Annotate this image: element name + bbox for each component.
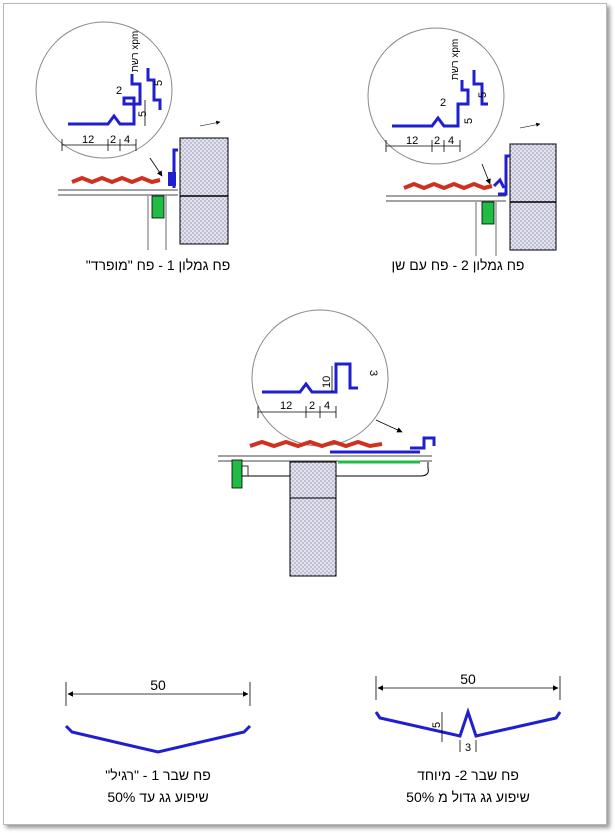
gable-flashing-detail-1: 12 2 4 5 2 5 רשת xpm <box>35 21 229 250</box>
green-batten <box>231 459 243 489</box>
gable-flashing-detail-2: 12 2 4 2 5 5 רשת xpm <box>367 27 557 256</box>
flashing-caption-line2: שיפוע גג עד 50% <box>107 789 208 805</box>
flashing-caption-line1: פח שבר 2- מיוחד <box>417 767 519 783</box>
dim-step-label: 2 <box>116 85 122 97</box>
dim-gap-label: 2 <box>434 135 440 147</box>
dim-rise-label: 10 <box>321 376 333 388</box>
green-batten <box>481 201 495 225</box>
width-label: 50 <box>150 677 166 693</box>
wall-beam <box>289 461 337 499</box>
sheet-profile <box>392 80 470 128</box>
roof-tiles <box>403 181 493 191</box>
dim-flat-label: 12 <box>280 400 292 412</box>
flashing-caption-line1: פח שבר 1 - "רגיל" <box>105 767 211 783</box>
break-flashing-2: 50 5 3 פח שבר 2- מיוחד שיפוע גג גדול מ 5… <box>374 671 562 805</box>
caption-detail-1: פח גמלון 1 - פח "מופרד" <box>86 257 230 273</box>
eave-flashing-detail: 12 2 4 10 3 <box>218 309 436 577</box>
roof-tiles <box>249 439 383 449</box>
notch-width-label: 3 <box>465 742 471 754</box>
wall <box>289 497 337 577</box>
caption-detail-2: פח גמלון 2 - פח עם שן <box>392 257 525 273</box>
notch-height-label: 5 <box>431 722 443 728</box>
dim-gap-label: 2 <box>110 134 116 146</box>
flashing-caption-line2: שיפוע גג גדול מ 50% <box>406 789 530 805</box>
magnifier-circle <box>35 21 173 159</box>
flashing-sheet <box>498 154 510 196</box>
dim-flat-label: 12 <box>82 134 94 146</box>
dim-flat-label: 12 <box>406 135 418 147</box>
sheet-profile <box>68 74 142 126</box>
gable-wall <box>509 143 557 251</box>
break-flashing-1: 50 פח שבר 1 - "רגיל" שיפוע גג עד 50% <box>64 677 252 805</box>
magnifier-circle <box>251 309 389 447</box>
gable-wall <box>179 137 229 245</box>
dim-tail-label: 4 <box>448 135 454 147</box>
dim-top-label: 5 <box>477 92 489 98</box>
dim-tail-label: 4 <box>124 134 130 146</box>
sheet-profile <box>262 362 358 394</box>
green-batten <box>151 195 165 219</box>
dim-rise-label: 5 <box>463 118 475 124</box>
dim-step-label: 2 <box>440 97 446 109</box>
flashing-profile <box>64 724 252 754</box>
mesh-label: רשת xpm <box>130 31 141 72</box>
dim-rise-label: 5 <box>137 111 149 117</box>
width-label: 50 <box>460 671 476 687</box>
dim-lip-label: 3 <box>367 370 379 376</box>
magnifier-circle <box>367 27 505 165</box>
dim-tail-label: 4 <box>324 400 330 412</box>
mesh-label: רשת xpm <box>450 39 461 80</box>
roof-tiles <box>71 175 161 185</box>
dim-gap-label: 2 <box>309 400 315 412</box>
dim-top-label: 5 <box>153 80 165 86</box>
flashing-profile <box>374 707 562 738</box>
sheet-profile-upper <box>472 70 488 106</box>
sheet-profile-upper <box>146 68 162 110</box>
